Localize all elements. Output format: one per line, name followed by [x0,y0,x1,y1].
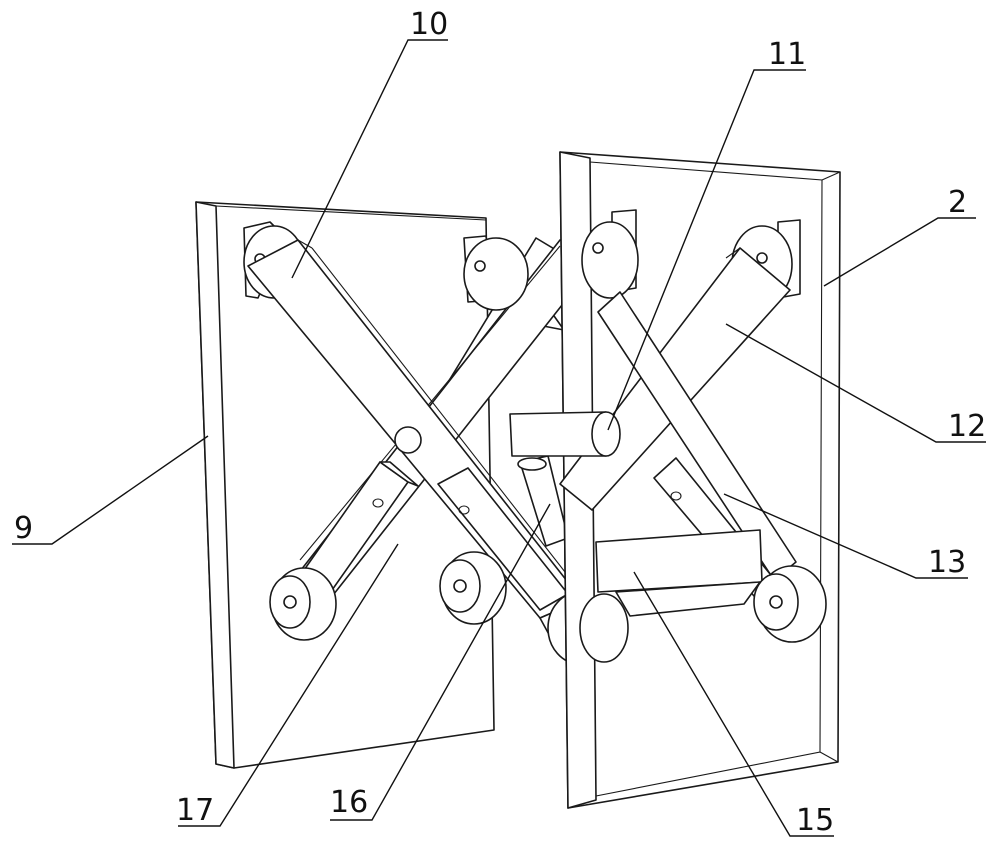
label-15: 15 [796,803,834,838]
label-13: 13 [928,545,966,580]
roller-frame-bottom [579,593,629,663]
label-17: 17 [176,793,214,828]
callout-12: 12 [725,323,986,444]
label-2: 2 [948,185,967,220]
label-16: 16 [330,785,368,820]
callout-2: 2 [823,185,976,287]
roller-bottom-right [753,565,827,643]
label-12: 12 [948,409,986,444]
label-11: 11 [768,37,806,72]
roller-bottom-left [269,567,337,641]
callout-11: 11 [607,37,806,431]
roller-bottom-middle [439,551,507,625]
callout-17: 17 [176,543,399,828]
callout-13: 13 [723,493,968,580]
callout-15: 15 [633,571,834,838]
frame-top-bracket [581,209,639,299]
label-10: 10 [410,7,448,42]
callout-10: 10 [291,7,448,279]
slot-pin-left [372,498,384,508]
top-middle-bracket [463,235,529,311]
callout-16: 16 [330,503,551,821]
callout-9: 9 [12,435,209,546]
cross-shaft-11 [509,411,621,457]
label-9: 9 [14,511,33,546]
left-plate [195,201,495,769]
